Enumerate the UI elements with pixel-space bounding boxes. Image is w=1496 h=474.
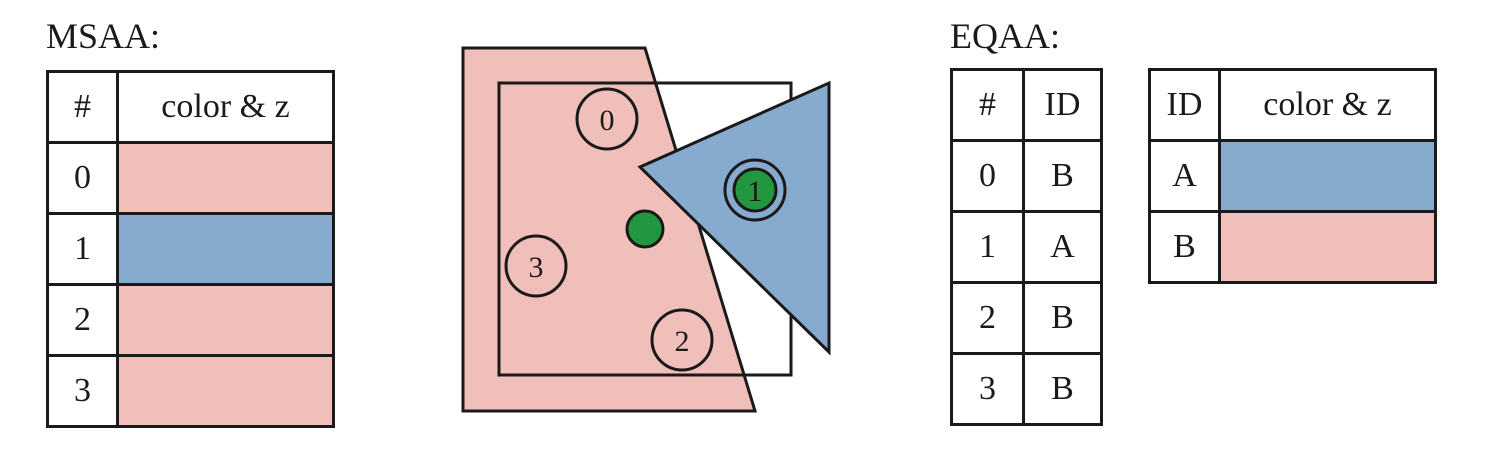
eqaa-sample-num: 3 (950, 352, 1025, 426)
table-row: A (1148, 139, 1437, 213)
eqaa-header-id: ID (1022, 68, 1103, 142)
table-row: 3 (46, 354, 335, 428)
msaa-color-swatch (116, 212, 335, 286)
sample-3: 3 (504, 234, 568, 298)
msaa-sample-table: # color & z 0 1 2 3 (46, 70, 335, 428)
eqaa-sample-id: B (1022, 352, 1103, 426)
table-row: 2 (46, 283, 335, 357)
sample-2: 2 (650, 308, 714, 372)
sample-1: 1 (723, 158, 787, 222)
id-table-id: B (1148, 210, 1221, 284)
msaa-header-num: # (46, 70, 119, 144)
eqaa-header-num: # (950, 68, 1025, 142)
msaa-header-color-z: color & z (116, 70, 335, 144)
id-color-swatch (1218, 139, 1437, 213)
sample-label: 2 (675, 325, 690, 358)
table-row: 0 B (950, 139, 1103, 213)
msaa-sample-num: 1 (46, 212, 119, 286)
msaa-sample-num: 3 (46, 354, 119, 428)
msaa-sample-num: 2 (46, 283, 119, 357)
eqaa-sample-id: A (1022, 210, 1103, 284)
msaa-color-swatch (116, 141, 335, 215)
pink-polygon (461, 46, 758, 413)
sample-label: 1 (748, 175, 763, 208)
eqaa-sample-table: # ID 0 B 1 A 2 B 3 B (950, 68, 1103, 426)
id-header-id: ID (1148, 68, 1221, 142)
msaa-sample-num: 0 (46, 141, 119, 215)
table-header-row: # color & z (46, 70, 335, 144)
pixel-center-dot (625, 209, 665, 249)
eqaa-sample-num: 0 (950, 139, 1025, 213)
msaa-color-swatch (116, 354, 335, 428)
table-row: 2 B (950, 281, 1103, 355)
sample-label: 0 (600, 104, 615, 137)
msaa-color-swatch (116, 283, 335, 357)
id-color-swatch (1218, 210, 1437, 284)
eqaa-title: EQAA: (950, 16, 1060, 56)
table-header-row: ID color & z (1148, 68, 1437, 142)
eqaa-sample-id: B (1022, 139, 1103, 213)
id-table-id: A (1148, 139, 1221, 213)
sample-label: 3 (529, 251, 544, 284)
eqaa-sample-id: B (1022, 281, 1103, 355)
eqaa-sample-num: 2 (950, 281, 1025, 355)
id-header-color-z: color & z (1218, 68, 1437, 142)
table-row: 3 B (950, 352, 1103, 426)
table-row: 1 (46, 212, 335, 286)
table-row: 0 (46, 141, 335, 215)
table-header-row: # ID (950, 68, 1103, 142)
msaa-title: MSAA: (46, 16, 161, 56)
table-row: B (1148, 210, 1437, 284)
eqaa-sample-num: 1 (950, 210, 1025, 284)
eqaa-id-color-table: ID color & z A B (1148, 68, 1437, 284)
sample-0: 0 (575, 87, 639, 151)
table-row: 1 A (950, 210, 1103, 284)
blue-triangle (637, 80, 831, 356)
